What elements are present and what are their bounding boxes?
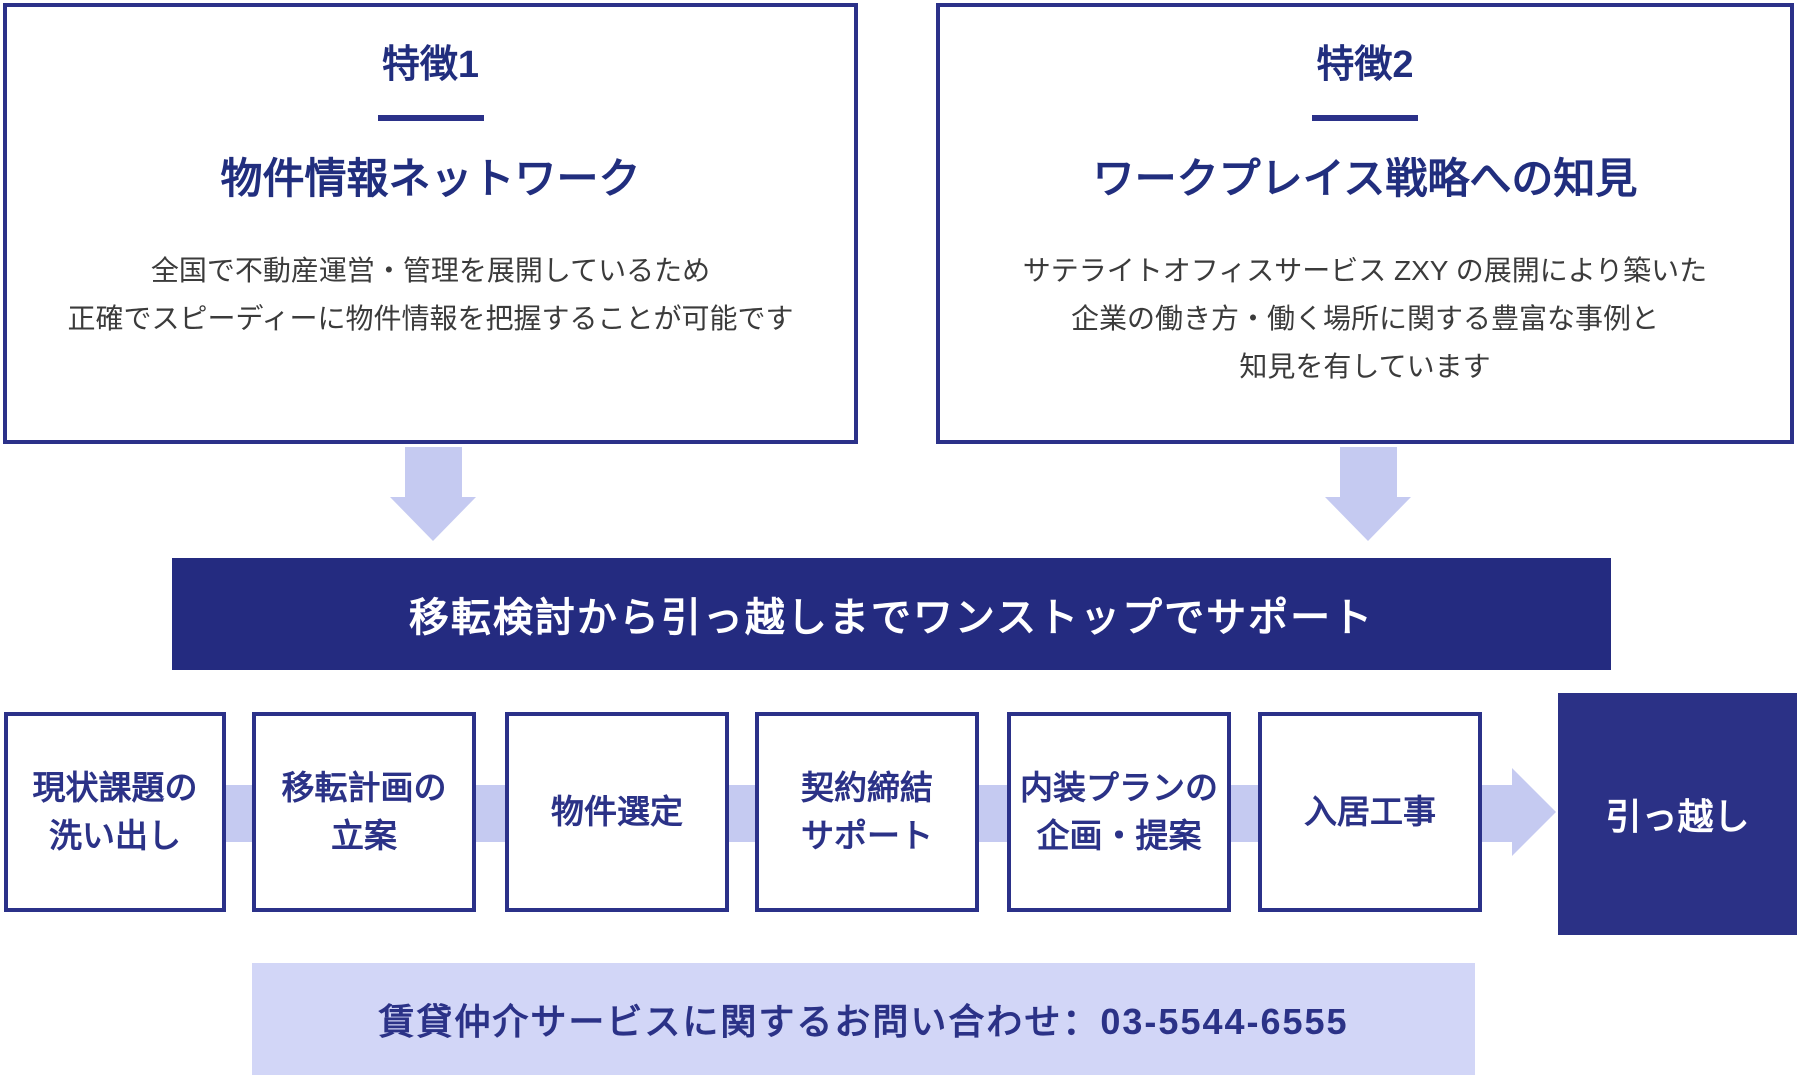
process-step-contract-support: 契約締結 サポート [755, 712, 979, 912]
feature-2-description: サテライトオフィスサービス ZXY の展開により築いた 企業の働き方・働く場所に… [1022, 255, 1708, 383]
process-step-interior-plan: 内装プランの 企画・提案 [1007, 712, 1231, 912]
feature-2-label: 特徴2 [1316, 44, 1414, 86]
feature-1-title: 物件情報ネットワーク [220, 154, 641, 202]
down-arrow-icon [390, 447, 476, 541]
feature-1-description: 全国で不動産運営・管理を展開しているため 正確でスピーディーに物件情報を把握する… [67, 255, 794, 335]
feature-card-2: 特徴2 ワークプレイス戦略への知見 サテライトオフィスサービス ZXY の展開に… [936, 3, 1794, 444]
feature-2-divider [1312, 114, 1418, 121]
contact-info-bar: 賃貸仲介サービスに関するお問い合わせ：03-5544-6555 [252, 963, 1475, 1075]
step-connector [1231, 785, 1258, 842]
feature-2-title: ワークプレイス戦略への知見 [1092, 154, 1638, 202]
right-arrow-icon [1482, 785, 1512, 842]
feature-card-1: 特徴1 物件情報ネットワーク 全国で不動産運営・管理を展開しているため 正確でス… [3, 3, 858, 444]
feature-1-label: 特徴1 [381, 44, 480, 86]
step-connector [729, 785, 755, 842]
right-arrow-icon [1512, 768, 1556, 856]
step-connector [979, 785, 1007, 842]
one-stop-support-banner: 移転検討から引っ越しまでワンストップでサポート [172, 558, 1611, 670]
step-connector [226, 785, 252, 842]
process-step-property-selection: 物件選定 [505, 712, 729, 912]
process-step-moving: 引っ越し [1558, 693, 1797, 935]
feature-1-divider [377, 114, 484, 121]
process-step-relocation-plan: 移転計画の 立案 [252, 712, 476, 912]
process-step-current-issues: 現状課題の 洗い出し [4, 712, 226, 912]
process-step-move-in-construction: 入居工事 [1258, 712, 1482, 912]
step-connector [476, 785, 505, 842]
down-arrow-icon [1325, 447, 1411, 541]
